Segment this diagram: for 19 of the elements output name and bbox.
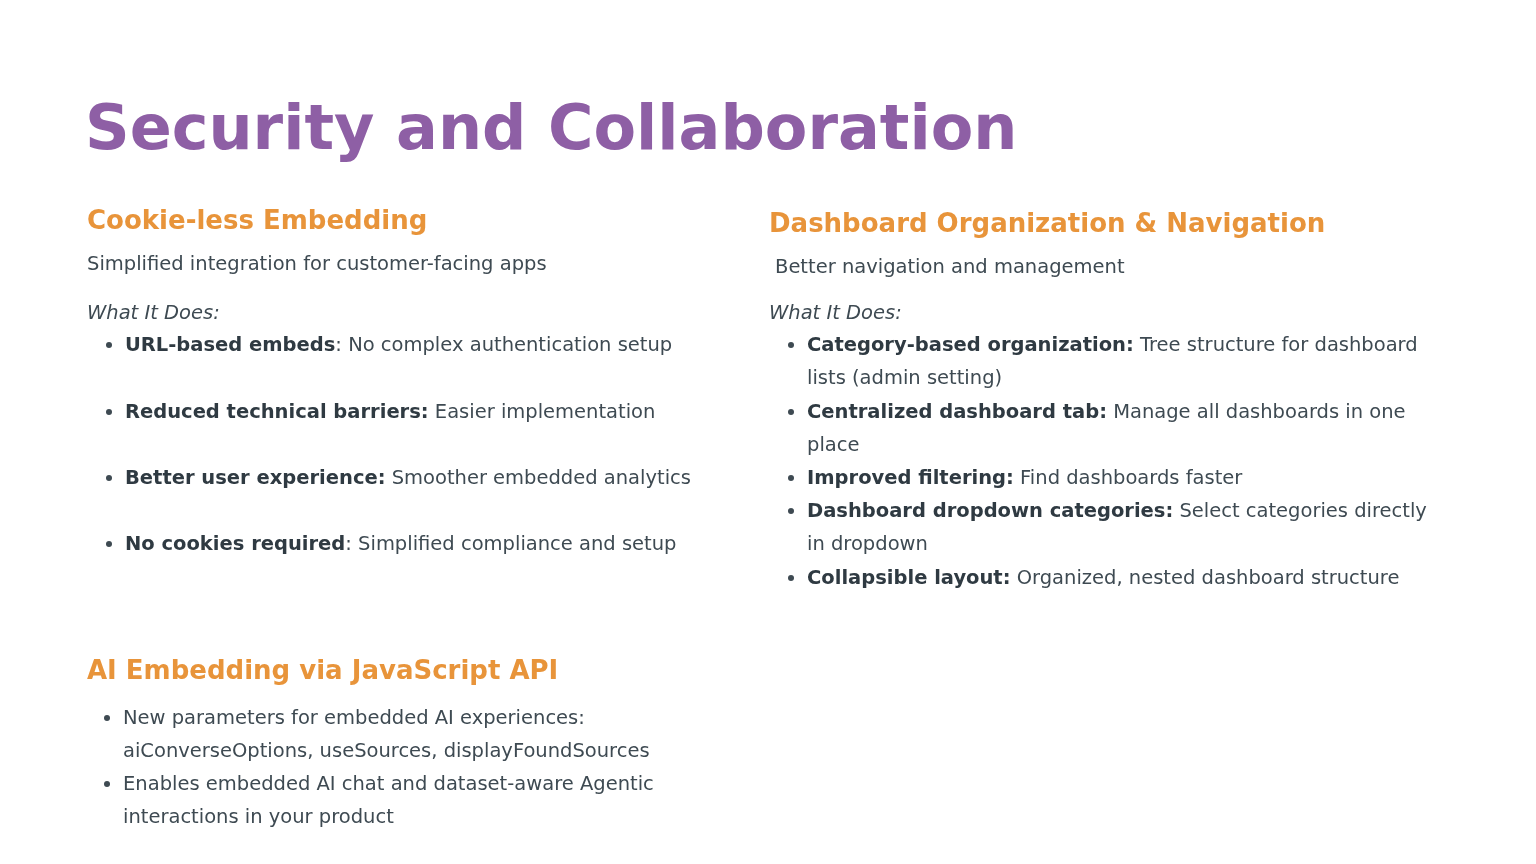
bullet-text: Enables embedded AI chat and dataset-aware Agentic interactions in your product	[123, 771, 655, 830]
section-heading: Cookie-less Embedding	[87, 204, 429, 237]
bullet-text: Reduced technical barriers: Easier implementation	[125, 399, 657, 425]
bullet-text: URL-based embeds: No complex authentication setup	[125, 332, 674, 358]
section-heading: AI Embedding via JavaScript API	[87, 654, 560, 687]
bullet-text: Improved filtering: Find dashboards faster	[807, 465, 1244, 491]
slide-title: Security and Collaboration	[85, 90, 1018, 166]
bullet-text: Category-based organization: Tree structure for dashboard lists (admin setting)	[807, 332, 1419, 391]
bullet-text: Centralized dashboard tab: Manage all dashboards in one place	[807, 399, 1407, 458]
section-subtitle: Simplified integration for customer-facing apps	[87, 251, 548, 277]
bullet-text: Collapsible layout: Organized, nested dashboard structure	[807, 565, 1401, 591]
section-subtitle: Better navigation and management	[775, 254, 1126, 280]
bullet-text: Dashboard dropdown categories: Select categories directly in dropdown	[807, 498, 1428, 557]
bullet-text: No cookies required: Simplified compliance and setup	[125, 531, 678, 557]
section-label: What It Does:	[769, 300, 903, 326]
bullet-text: New parameters for embedded AI experiences: aiConverseOptions, useSources, displayFoundSources	[123, 705, 651, 764]
bullet-text: Better user experience: Smoother embedded analytics	[125, 465, 692, 491]
section-heading: Dashboard Organization & Navigation	[769, 207, 1327, 240]
section-label: What It Does:	[87, 300, 221, 326]
